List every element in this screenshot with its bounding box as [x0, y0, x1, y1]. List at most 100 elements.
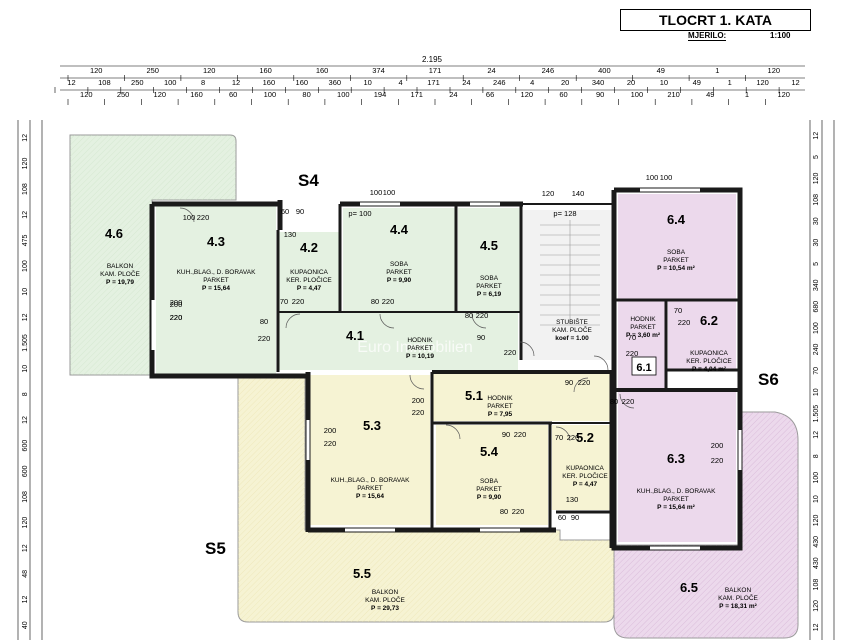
dimension-value: 60 [559, 90, 567, 99]
dimension-value: 100 [813, 322, 820, 334]
dimension-value: 10 [22, 288, 29, 296]
opening-dimension: 220 [504, 348, 517, 357]
scale-value: 1:100 [770, 31, 791, 40]
dimension-value: 24 [487, 66, 495, 75]
dimension-value: 30 [813, 239, 820, 247]
dimension-value: 160 [263, 78, 276, 87]
room-floor: KER. PLOČICE [686, 356, 732, 365]
room-5-2 [552, 425, 610, 510]
dimension-value: 171 [429, 66, 442, 75]
room-area: P = 6,19 [477, 291, 502, 298]
opening-dimension: 140 [572, 189, 585, 198]
room-area: P = 9,90 [477, 494, 502, 501]
room-number: 4.6 [105, 226, 123, 241]
opening-dimension: 220 [678, 318, 691, 327]
room-number: 6.2 [700, 313, 718, 328]
unit-label-s6: S6 [758, 370, 779, 389]
room-area: P = 9,90 [387, 277, 412, 284]
room-name: KUPAONICA [566, 465, 604, 472]
dimension-value: 600 [22, 440, 29, 452]
dimension-value: 108 [813, 194, 820, 206]
room-name: KUPAONICA [690, 350, 728, 357]
dimension-value: 194 [374, 90, 387, 99]
opening-dimension: 90 [477, 333, 485, 342]
room-number: 4.5 [480, 238, 498, 253]
dimension-value: 120 [768, 66, 781, 75]
room-name: KUH.,BLAG., D. BORAVAK [331, 477, 411, 484]
balcony-4-6-hatch [70, 135, 236, 375]
room-name: HODNIK [407, 337, 433, 344]
room-number: 5.2 [576, 430, 594, 445]
dimension-value: 120 [90, 66, 103, 75]
dimension-value: 1 [715, 66, 719, 75]
opening-dimension: 100 [183, 213, 196, 222]
opening-dimension: 80 [465, 311, 473, 320]
opening-dimension: 220 [170, 313, 183, 322]
room-floor: PARKET [476, 486, 502, 493]
room-number: 4.1 [346, 328, 364, 343]
dimension-value: 20 [561, 78, 569, 87]
room-floor: KAM. PLOČE [718, 593, 758, 602]
dimension-value: 120 [756, 78, 769, 87]
room-area: P = 29,73 [371, 605, 399, 612]
room-name: SOBA [667, 249, 686, 256]
dimension-value: 374 [372, 66, 385, 75]
title-block: TLOCRT 1. KATA MJERILO: 1:100 [620, 9, 811, 41]
room-name: BALKON [725, 587, 752, 594]
dimension-value: 4 [399, 78, 403, 87]
opening-dimension: 220 [578, 378, 591, 387]
room-4-4 [343, 208, 455, 312]
room-name: BALKON [372, 589, 399, 596]
dimension-value: 20 [627, 78, 635, 87]
dimension-value: 1.505 [22, 334, 29, 352]
dimension-value: 12 [813, 431, 820, 439]
room-area: P = 4,04 m² [692, 366, 727, 373]
opening-dimension: 120 [542, 189, 555, 198]
dimension-value: 240 [813, 343, 820, 355]
dimension-value: 160 [190, 90, 203, 99]
opening-dimension: 220 [622, 397, 635, 406]
dimension-value: 171 [410, 90, 423, 99]
dimension-value: 1.505 [813, 405, 820, 423]
room-4-5 [458, 208, 520, 312]
dimension-value: 120 [777, 90, 790, 99]
dimension-value: 12 [22, 416, 29, 424]
opening-dimension: 220 [626, 349, 639, 358]
dimension-value: 80 [302, 90, 310, 99]
opening-dimension: 220 [292, 297, 305, 306]
opening-dimension: 100 [660, 173, 673, 182]
room-name: HODNIK [487, 395, 513, 402]
opening-dimension: 130 [566, 495, 579, 504]
room-6-1-tag [631, 356, 657, 376]
dimension-value: 171 [427, 78, 440, 87]
dimension-value: 30 [813, 217, 820, 225]
opening-dimension: p= 128 [553, 209, 576, 218]
dimension-value: 49 [706, 90, 714, 99]
dimension-value: 100 [22, 260, 29, 272]
opening-dimension: 90 [296, 207, 304, 216]
room-number: 6.5 [680, 580, 698, 595]
balcony-5-5-hatch [238, 375, 614, 622]
opening-dimension: 70 [555, 433, 563, 442]
opening-dimension: 60 [558, 513, 566, 522]
dimension-value: 12 [22, 313, 29, 321]
dimension-value: 246 [493, 78, 506, 87]
room-6-4 [618, 194, 736, 300]
opening-dimension: 90 [571, 513, 579, 522]
room-5-3 [310, 375, 430, 525]
dimension-value: 120 [813, 600, 820, 612]
opening-dimension: 200 [170, 300, 183, 309]
room-4-3 [156, 206, 276, 374]
room-name: SOBA [480, 275, 499, 282]
opening-dimension: 200 [711, 441, 724, 450]
room-area: P = 7,95 [488, 411, 513, 418]
dimension-value: 100 [264, 90, 277, 99]
room-6-2 [668, 300, 736, 370]
opening-dimension: 60 [281, 207, 289, 216]
dimension-value: 210 [667, 90, 680, 99]
opening-dimension: 220 [711, 456, 724, 465]
opening-dimension: 70 [674, 306, 682, 315]
dimension-value: 49 [693, 78, 701, 87]
room-number: 5.5 [353, 566, 371, 581]
